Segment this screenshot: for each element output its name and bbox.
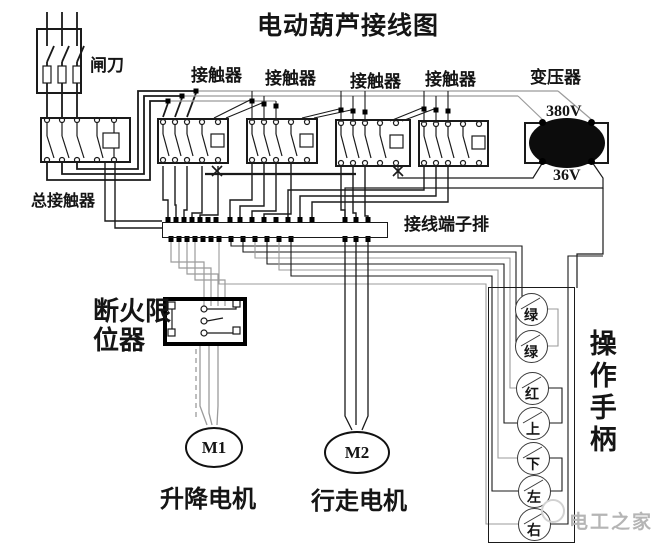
button-up: 上 bbox=[516, 406, 550, 440]
terminal-strip-label: 接线端子排 bbox=[404, 215, 489, 234]
button-label: 右 bbox=[527, 521, 541, 538]
primary-voltage-label: 380V bbox=[546, 103, 582, 120]
button-label: 绿 bbox=[524, 306, 538, 323]
motor-m1-label: M1 bbox=[201, 437, 227, 457]
button-label: 红 bbox=[525, 385, 539, 402]
contactor-label-3: 接触器 bbox=[350, 72, 401, 91]
contactor-box-2 bbox=[246, 118, 318, 164]
limiter-symbols bbox=[167, 299, 241, 337]
switch-contact-icon bbox=[522, 446, 542, 458]
button-label: 左 bbox=[527, 488, 541, 505]
motor-m1: M1 bbox=[185, 427, 243, 468]
knife-switch-label: 闸刀 bbox=[90, 56, 124, 75]
button-green-2: 绿 bbox=[514, 329, 548, 363]
button-down: 下 bbox=[516, 441, 550, 475]
transformer-terminal-dot bbox=[539, 158, 546, 165]
terminal-strip-box bbox=[162, 222, 388, 238]
motor1-wires bbox=[195, 346, 219, 426]
contactor-box-4 bbox=[418, 120, 489, 167]
switch-contact-icon bbox=[522, 411, 542, 423]
motor2-wires bbox=[344, 242, 369, 431]
motor-m2-label: M2 bbox=[344, 442, 370, 462]
contactor-box-3 bbox=[335, 119, 411, 167]
junction-dots bbox=[165, 88, 451, 115]
button-label: 下 bbox=[526, 455, 540, 472]
motor1-caption: 升降电机 bbox=[160, 486, 256, 513]
main-contactor-label: 总接触器 bbox=[31, 193, 96, 210]
switch-contact-icon bbox=[520, 334, 540, 346]
limiter-wires bbox=[170, 242, 226, 306]
watermark-logo-icon bbox=[541, 499, 565, 523]
handle-box bbox=[488, 287, 575, 543]
limiter-label-line1: 断火限 bbox=[93, 296, 172, 326]
secondary-voltage-label: 36V bbox=[553, 167, 581, 184]
terminal-squares bbox=[165, 217, 371, 242]
contactor-symbols bbox=[159, 118, 486, 167]
contactor-label-1: 接触器 bbox=[191, 66, 242, 85]
switch-contact-icon bbox=[520, 297, 540, 309]
button-red: 红 bbox=[515, 371, 549, 405]
knife-switch-box bbox=[36, 28, 82, 94]
button-label: 上 bbox=[526, 420, 540, 437]
feed-bus-gray-wires bbox=[168, 90, 593, 121]
main-contactor-box bbox=[40, 117, 131, 163]
contactor-label-4: 接触器 bbox=[425, 70, 476, 89]
contactor-label-2: 接触器 bbox=[265, 69, 316, 88]
watermark: 电工之家 bbox=[569, 512, 654, 533]
button-label: 绿 bbox=[524, 343, 538, 360]
page-title: 电动葫芦接线图 bbox=[257, 12, 440, 40]
transformer-terminal-dot bbox=[539, 119, 546, 126]
contactor-box-1 bbox=[157, 118, 229, 164]
transformer-label: 变压器 bbox=[530, 68, 581, 87]
strip-wires bbox=[104, 163, 449, 229]
fuse-symbols bbox=[42, 65, 82, 84]
feed-bus-wires bbox=[46, 90, 197, 181]
transformer-terminal-dot bbox=[588, 158, 595, 165]
switch-contact-icon bbox=[521, 376, 541, 388]
handle-label: 操作手柄 bbox=[585, 329, 616, 457]
transformer-terminal-dot bbox=[588, 119, 595, 126]
motor-m2: M2 bbox=[324, 431, 390, 474]
limiter-label-line2: 位器 bbox=[93, 325, 146, 355]
switch-contact-icon bbox=[523, 479, 543, 491]
switch-contact-icon bbox=[523, 512, 543, 524]
limiter-box bbox=[163, 297, 247, 346]
transformer-wires bbox=[344, 161, 604, 288]
button-green-1: 绿 bbox=[514, 292, 548, 326]
motor2-caption: 行走电机 bbox=[311, 488, 407, 515]
